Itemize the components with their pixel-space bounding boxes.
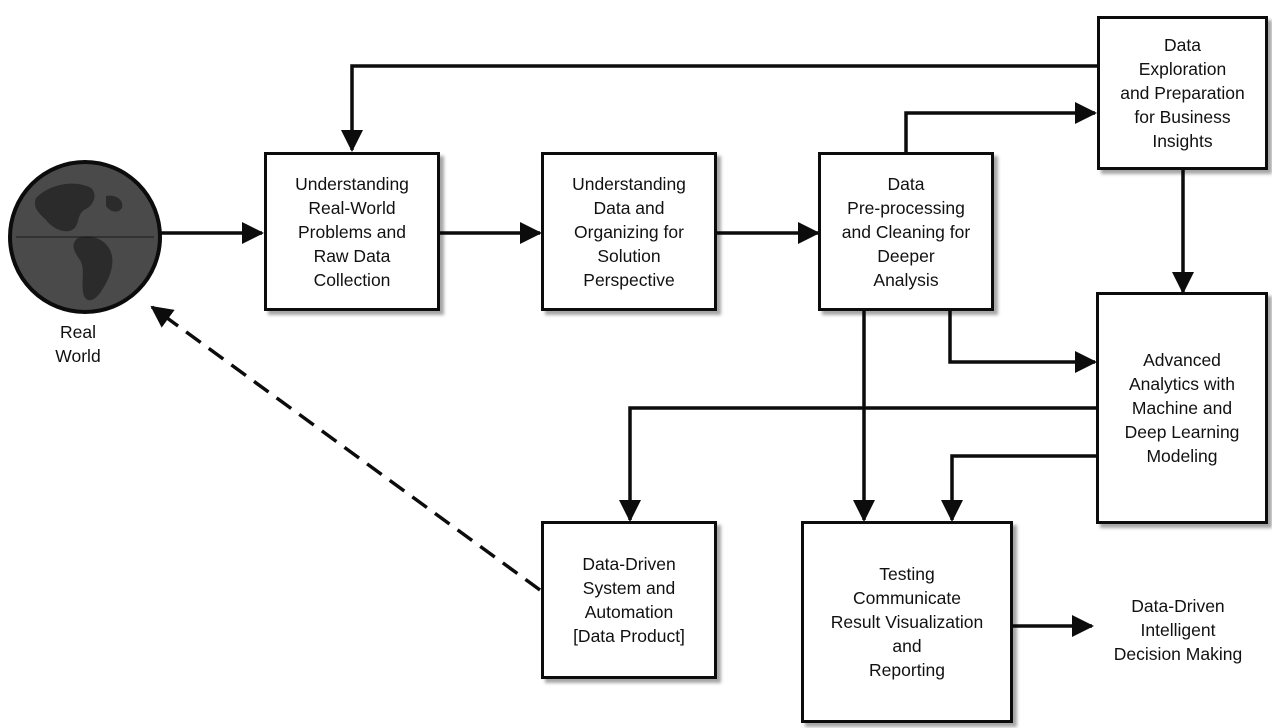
node-understanding-problems: Understanding Real-World Problems and Ra… bbox=[264, 152, 440, 311]
real-world-label-text: Real World bbox=[55, 322, 101, 366]
arrow-analytics-to-testing bbox=[941, 454, 1097, 522]
decision-making-label: Data-Driven Intelligent Decision Making bbox=[1088, 590, 1268, 670]
node-exploration: Data Exploration and Preparation for Bus… bbox=[1097, 16, 1268, 170]
node-preprocessing-text: Data Pre-processing and Cleaning for Dee… bbox=[841, 173, 971, 290]
arrow-exploration-to-problems bbox=[341, 64, 1097, 152]
globe-icon bbox=[8, 160, 162, 314]
node-advanced-analytics-text: Advanced Analytics with Machine and Deep… bbox=[1124, 350, 1240, 466]
arrow-preprocessing-to-analytics bbox=[948, 311, 1097, 373]
decision-making-label-text: Data-Driven Intelligent Decision Making bbox=[1113, 596, 1243, 664]
node-advanced-analytics: Advanced Analytics with Machine and Deep… bbox=[1096, 292, 1268, 524]
node-data-product-text: Data-Driven System and Automation [Data … bbox=[573, 554, 685, 646]
node-testing-text: Testing Communicate Result Visualization… bbox=[830, 564, 984, 680]
real-world-label: Real World bbox=[28, 318, 128, 370]
node-exploration-text: Data Exploration and Preparation for Bus… bbox=[1120, 35, 1245, 151]
arrow-product-to-world-dashed bbox=[150, 305, 542, 592]
node-understanding-problems-text: Understanding Real-World Problems and Ra… bbox=[295, 173, 409, 290]
node-understanding-data-text: Understanding Data and Organizing for So… bbox=[572, 173, 686, 290]
arrow-analytics-to-product bbox=[619, 406, 1097, 522]
node-understanding-data: Understanding Data and Organizing for So… bbox=[541, 152, 717, 311]
node-data-product: Data-Driven System and Automation [Data … bbox=[541, 521, 717, 679]
arrow-preprocessing-to-exploration bbox=[904, 102, 1097, 153]
node-testing: Testing Communicate Result Visualization… bbox=[801, 521, 1013, 723]
node-preprocessing: Data Pre-processing and Cleaning for Dee… bbox=[818, 152, 994, 311]
